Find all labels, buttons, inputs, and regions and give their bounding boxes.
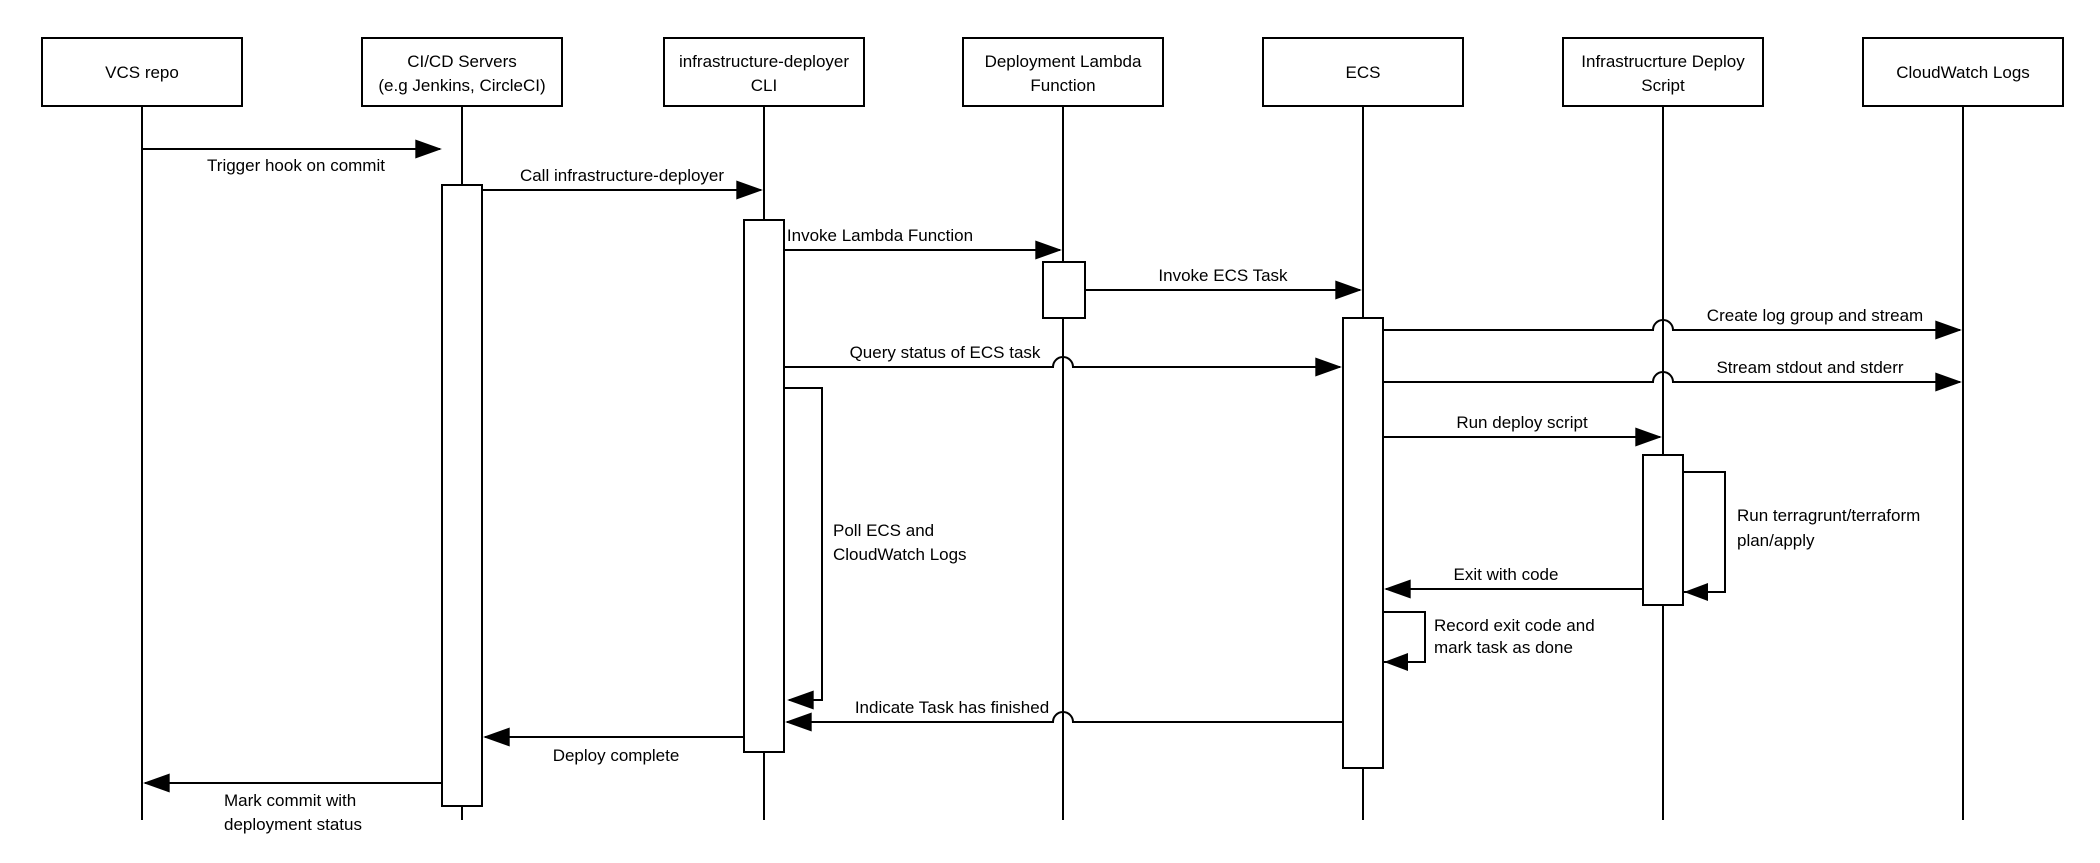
actor-infrastructure-deployer-cli: infrastructure-deployer CLI	[663, 37, 865, 107]
actor-box	[962, 37, 1164, 107]
message-label: Invoke ECS Task	[1158, 266, 1288, 285]
message-label: Call infrastructure-deployer	[520, 166, 724, 185]
message-label: Record exit code and	[1434, 616, 1595, 635]
message-label: Stream stdout and stderr	[1716, 358, 1903, 377]
self-call-box-terragrunt	[1682, 471, 1726, 593]
message-label: mark task as done	[1434, 638, 1573, 657]
message-stream-stdout: Stream stdout and stderr	[1383, 358, 1962, 392]
message-record-exit-code-self-call: Record exit code and mark task as done	[1382, 611, 1595, 671]
message-invoke-ecs-task: Invoke ECS Task	[1085, 266, 1362, 300]
message-label: Create log group and stream	[1707, 306, 1923, 325]
actor-label: Infrastrucrture Deploy	[1581, 52, 1745, 71]
message-label: Poll ECS and	[833, 521, 934, 540]
arrow-stream-stdout	[1383, 371, 1962, 392]
actor-vcs-repo: VCS repo	[41, 37, 243, 107]
message-label: Trigger hook on commit	[207, 156, 385, 175]
message-label: deployment status	[224, 815, 362, 834]
message-label: Deploy complete	[553, 746, 680, 765]
arrow-query-status	[784, 356, 1342, 377]
actor-cloudwatch-logs: CloudWatch Logs	[1862, 37, 2064, 107]
message-poll-loop: Poll ECS and CloudWatch Logs	[784, 387, 967, 710]
message-run-deploy-script: Run deploy script	[1383, 413, 1662, 447]
message-label: Query status of ECS task	[850, 343, 1041, 362]
poll-loop-bracket	[784, 387, 823, 710]
actor-cicd-servers: CI/CD Servers (e.g Jenkins, CircleCI)	[361, 37, 563, 107]
actor-label: Deployment Lambda	[985, 52, 1142, 71]
message-indicate-finished: Indicate Task has finished	[785, 698, 1343, 732]
actor-infrastructure-deploy-script: Infrastrucrture Deploy Script	[1562, 37, 1764, 107]
actor-box	[41, 37, 243, 107]
message-trigger-hook: Trigger hook on commit	[142, 139, 442, 175]
message-mark-commit: Mark commit with deployment status	[143, 773, 442, 834]
activation-cicd-servers	[441, 184, 483, 807]
actor-box	[1862, 37, 2064, 107]
actor-label: VCS repo	[105, 63, 179, 82]
message-label: plan/apply	[1737, 531, 1815, 550]
actor-label: Function	[1030, 76, 1095, 95]
message-label: Run terragrunt/terraform	[1737, 506, 1920, 525]
activation-cli	[743, 219, 785, 753]
actor-deployment-lambda-function: Deployment Lambda Function	[962, 37, 1164, 107]
actor-label: Script	[1641, 76, 1685, 95]
activation-lambda	[1042, 261, 1086, 319]
message-exit-with-code: Exit with code	[1384, 565, 1643, 599]
message-label: CloudWatch Logs	[833, 545, 967, 564]
message-label: Exit with code	[1454, 565, 1559, 584]
actor-label: CLI	[751, 76, 777, 95]
self-call-arrowhead	[1384, 653, 1408, 671]
actor-box	[663, 37, 865, 107]
message-create-log-group: Create log group and stream	[1383, 306, 1962, 340]
lifelines	[141, 106, 1964, 820]
actor-label: ECS	[1346, 63, 1381, 82]
actor-label: CloudWatch Logs	[1896, 63, 2030, 82]
message-label: Invoke Lambda Function	[787, 226, 973, 245]
actor-label: infrastructure-deployer	[679, 52, 849, 71]
activations	[441, 184, 1684, 807]
activation-deploy-script	[1642, 454, 1684, 606]
message-deploy-complete: Deploy complete	[483, 727, 744, 765]
actor-box	[1262, 37, 1464, 107]
message-label: Mark commit with	[224, 791, 356, 810]
actor-box	[361, 37, 563, 107]
message-label: Run deploy script	[1456, 413, 1588, 432]
message-invoke-lambda: Invoke Lambda Function	[784, 226, 1062, 260]
message-query-status: Query status of ECS task	[784, 343, 1342, 377]
arrow-create-log-group	[1383, 319, 1962, 340]
message-call-deployer: Call infrastructure-deployer	[482, 166, 763, 200]
activation-ecs	[1342, 317, 1384, 769]
actor-box	[1562, 37, 1764, 107]
actor-label: CI/CD Servers	[407, 52, 517, 71]
self-call-arrowhead	[1684, 583, 1708, 601]
message-run-terragrunt-self-call: Run terragrunt/terraform plan/apply	[1682, 471, 1920, 601]
message-label: Indicate Task has finished	[855, 698, 1049, 717]
actor-label: (e.g Jenkins, CircleCI)	[378, 76, 545, 95]
arrow-indicate-finished	[785, 711, 1343, 732]
actor-ecs: ECS	[1262, 37, 1464, 107]
